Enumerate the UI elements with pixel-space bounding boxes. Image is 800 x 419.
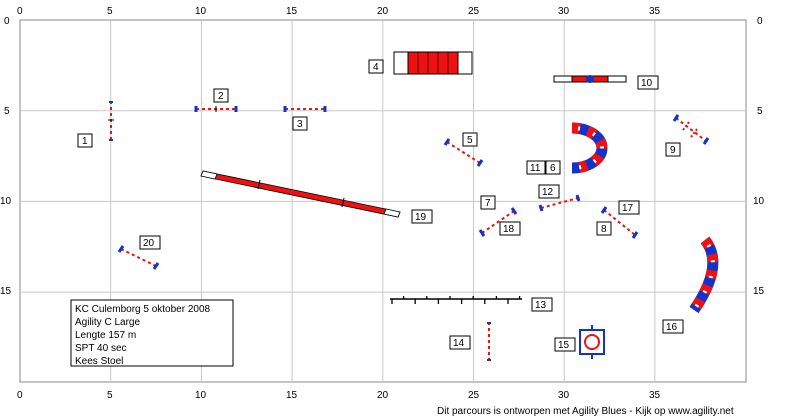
obstacle-9-hurdle[interactable]: [672, 114, 710, 145]
obstacle-4-tunnel[interactable]: [393, 51, 473, 75]
obstacle-17-number: 17: [622, 203, 634, 214]
obstacle-17-label: 17: [618, 200, 640, 215]
obstacle-12-label: 12: [538, 184, 560, 199]
obstacle-11-label: 11: [526, 160, 546, 175]
x-axis-bottom: 0 5 10 15 20 25 30 35: [17, 390, 661, 401]
obstacle-18-number: 18: [503, 224, 515, 235]
obstacle-2-number: 2: [218, 91, 224, 102]
obstacle-3-hurdle[interactable]: [283, 106, 327, 112]
obstacle-16-label: 16: [662, 319, 684, 334]
info-line: KC Culemborg 5 oktober 2008: [75, 304, 211, 315]
y-tick-right: 0: [757, 16, 763, 27]
y-axis-left: 0 5 10 15: [0, 16, 12, 297]
obstacle-10-label: 10: [637, 75, 659, 90]
x-tick-top: 15: [286, 6, 298, 17]
obstacle-12-number: 12: [542, 187, 554, 198]
x-tick-top: 30: [558, 6, 570, 17]
obstacle-12-hurdle[interactable]: [538, 194, 581, 212]
obstacle-14-number: 14: [453, 338, 465, 349]
obstacle-13-weave-poles[interactable]: [390, 296, 522, 304]
obstacle-7-number: 7: [485, 198, 491, 209]
obstacle-15-table[interactable]: [579, 325, 605, 359]
weave-pole-ticks: [391, 296, 521, 304]
obstacle-9-number: 9: [670, 145, 676, 156]
x-tick-bottom: 25: [468, 390, 480, 401]
obstacle-20-label: 20: [139, 235, 161, 250]
info-line: Kees Stoel: [75, 356, 123, 367]
obstacle-6-number: 6: [550, 163, 556, 174]
x-tick-top: 5: [107, 6, 113, 17]
obstacle-3-label: 3: [292, 116, 308, 131]
x-tick-bottom: 0: [17, 390, 23, 401]
info-line: Lengte 157 m: [75, 330, 136, 341]
obstacle-10-long-jump[interactable]: [553, 75, 627, 83]
obstacle-6-label: 6: [545, 160, 561, 175]
footer-credit: Dit parcours is ontworpen met Agility Bl…: [437, 406, 734, 417]
y-tick-right: 5: [757, 106, 763, 117]
obstacle-11-number: 11: [530, 163, 541, 174]
obstacle-5-number: 5: [467, 135, 473, 146]
obstacle-1-label: 1: [77, 133, 93, 148]
obstacle-1-hurdle[interactable]: [108, 101, 114, 141]
course-info-box: KC Culemborg 5 oktober 2008 Agility C La…: [70, 299, 234, 367]
x-tick-top: 25: [468, 6, 480, 17]
obstacle-2-label: 2: [213, 88, 229, 103]
obstacle-13-label: 13: [531, 297, 553, 312]
obstacle-8-hurdle[interactable]: [600, 206, 639, 239]
obstacle-5-label: 5: [462, 132, 478, 147]
x-tick-top: 0: [17, 6, 23, 17]
obstacle-20-number: 20: [143, 238, 155, 249]
obstacle-18-label: 18: [499, 221, 521, 236]
obstacle-16-number: 16: [666, 322, 678, 333]
info-line: Agility C Large: [75, 317, 140, 328]
obstacle-19-dog-walk[interactable]: [200, 170, 401, 218]
obstacle-15-number: 15: [558, 340, 570, 351]
y-tick-left: 0: [4, 16, 10, 27]
x-tick-top: 20: [377, 6, 389, 17]
obstacle-14-label: 14: [449, 335, 471, 350]
x-tick-bottom: 20: [377, 390, 389, 401]
obstacle-18-hurdle[interactable]: [478, 207, 518, 237]
obstacle-16-tunnel[interactable]: [689, 236, 719, 314]
y-tick-right: 15: [753, 286, 765, 297]
x-tick-top: 10: [195, 6, 207, 17]
x-axis-top: 0 5 10 15 20 25 30 35: [17, 6, 661, 17]
x-tick-bottom: 35: [649, 390, 661, 401]
y-tick-left: 15: [0, 286, 12, 297]
obstacle-8-label: 8: [596, 221, 612, 236]
obstacle-1-number: 1: [82, 136, 88, 147]
obstacle-7-label: 7: [480, 195, 496, 210]
obstacle-20-hurdle[interactable]: [117, 245, 160, 270]
obstacle-9-label: 9: [665, 142, 681, 157]
obstacle-13-number: 13: [535, 300, 547, 311]
info-line: SPT 40 sec: [75, 343, 127, 354]
y-tick-left: 5: [4, 106, 10, 117]
x-tick-bottom: 30: [558, 390, 570, 401]
obstacle-5-hurdle[interactable]: [443, 138, 484, 167]
y-axis-right: 0 5 10 15: [753, 16, 765, 297]
x-tick-bottom: 15: [286, 390, 298, 401]
obstacle-10-number: 10: [641, 78, 653, 89]
obstacle-14-hurdle[interactable]: [487, 322, 491, 361]
x-tick-bottom: 10: [195, 390, 207, 401]
obstacle-15-label: 15: [554, 337, 576, 352]
obstacle-6-tire[interactable]: [571, 122, 608, 174]
obstacle-4-number: 4: [373, 62, 379, 73]
y-tick-left: 10: [0, 196, 12, 207]
y-tick-right: 10: [753, 196, 765, 207]
obstacle-19-number: 19: [415, 212, 427, 223]
obstacle-3-number: 3: [297, 119, 303, 130]
x-tick-bottom: 5: [107, 390, 113, 401]
obstacle-4-label: 4: [368, 59, 384, 74]
obstacle-2-hurdle[interactable]: [194, 106, 238, 112]
x-tick-top: 35: [649, 6, 661, 17]
obstacle-8-number: 8: [601, 224, 607, 235]
obstacle-19-label: 19: [411, 209, 433, 224]
